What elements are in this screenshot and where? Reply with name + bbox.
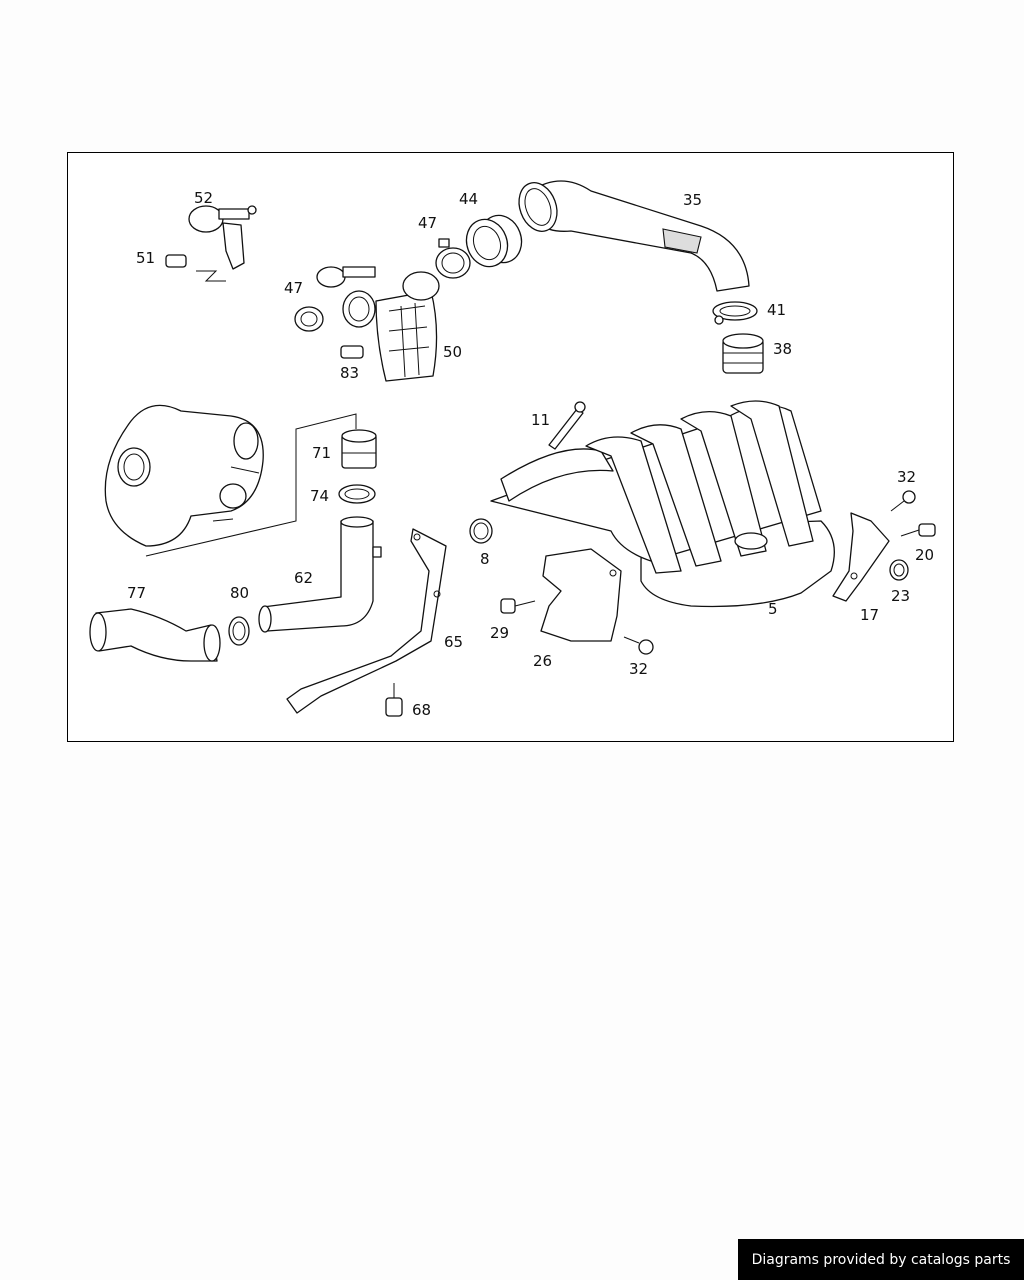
callout-38: 38 <box>773 340 792 358</box>
callout-labels: 52 51 47 44 35 47 41 50 38 83 11 71 74 3… <box>127 189 934 719</box>
bolt-32-lower <box>623 636 654 655</box>
support-bracket-65 <box>286 528 447 714</box>
bolt-11 <box>548 401 586 450</box>
hose-sleeve-38 <box>722 333 764 374</box>
callout-35: 35 <box>683 191 702 209</box>
bolt-29 <box>500 598 536 614</box>
callout-62: 62 <box>294 569 313 587</box>
valve-51 <box>165 254 226 282</box>
bracket-26 <box>540 548 622 642</box>
bolt-20 <box>900 523 936 537</box>
callout-47-lower: 47 <box>284 279 303 297</box>
leader-bracket <box>145 413 357 557</box>
vacuum-actuator-52 <box>188 205 257 270</box>
hose-77 <box>89 608 221 662</box>
bolt-68 <box>385 683 403 717</box>
bolt-32-upper <box>890 490 916 512</box>
intake-manifold-5 <box>490 400 835 608</box>
callout-26: 26 <box>533 652 552 670</box>
callout-32-lower: 32 <box>629 660 648 678</box>
callout-80: 80 <box>230 584 249 602</box>
callout-52: 52 <box>194 189 213 207</box>
callout-50: 50 <box>443 343 462 361</box>
callout-77: 77 <box>127 584 146 602</box>
callout-68: 68 <box>412 701 431 719</box>
footer-badge: Diagrams provided by catalogs parts <box>738 1239 1024 1280</box>
callout-29: 29 <box>490 624 509 642</box>
hose-clamp-41 <box>712 301 758 325</box>
callout-17: 17 <box>860 606 879 624</box>
callout-44: 44 <box>459 190 478 208</box>
callout-8: 8 <box>480 550 490 568</box>
diagram-frame: 52 51 47 44 35 47 41 50 38 83 11 71 74 3… <box>67 152 954 742</box>
throttle-housing-50 <box>316 266 440 382</box>
callout-11: 11 <box>531 411 550 429</box>
clamp-80 <box>228 616 250 646</box>
bracket-17 <box>832 512 890 602</box>
callout-32-upper: 32 <box>897 468 916 486</box>
footer-text: Diagrams provided by catalogs parts <box>751 1251 1011 1268</box>
callout-41: 41 <box>767 301 786 319</box>
hose-clamp-47-upper <box>435 238 471 279</box>
grommet-23 <box>889 559 909 581</box>
callout-83: 83 <box>340 364 359 382</box>
fitting-83 <box>340 345 364 359</box>
callout-23: 23 <box>891 587 910 605</box>
clamp-74 <box>338 484 376 504</box>
pipe-62 <box>258 516 382 633</box>
sleeve-71 <box>341 429 377 469</box>
callout-20: 20 <box>915 546 934 564</box>
callout-5: 5 <box>768 600 778 618</box>
turbocharger <box>104 404 264 547</box>
callout-71: 71 <box>312 444 331 462</box>
seal-ring-8 <box>469 518 493 544</box>
parts-diagram: 52 51 47 44 35 47 41 50 38 83 11 71 74 3… <box>89 180 936 719</box>
callout-47-upper: 47 <box>418 214 437 232</box>
callout-65: 65 <box>444 633 463 651</box>
hose-clamp-47-lower <box>294 306 324 332</box>
hose-sleeve-44 <box>465 214 523 268</box>
callout-74: 74 <box>310 487 329 505</box>
charge-air-pipe-35 <box>518 180 750 292</box>
callout-51: 51 <box>136 249 155 267</box>
